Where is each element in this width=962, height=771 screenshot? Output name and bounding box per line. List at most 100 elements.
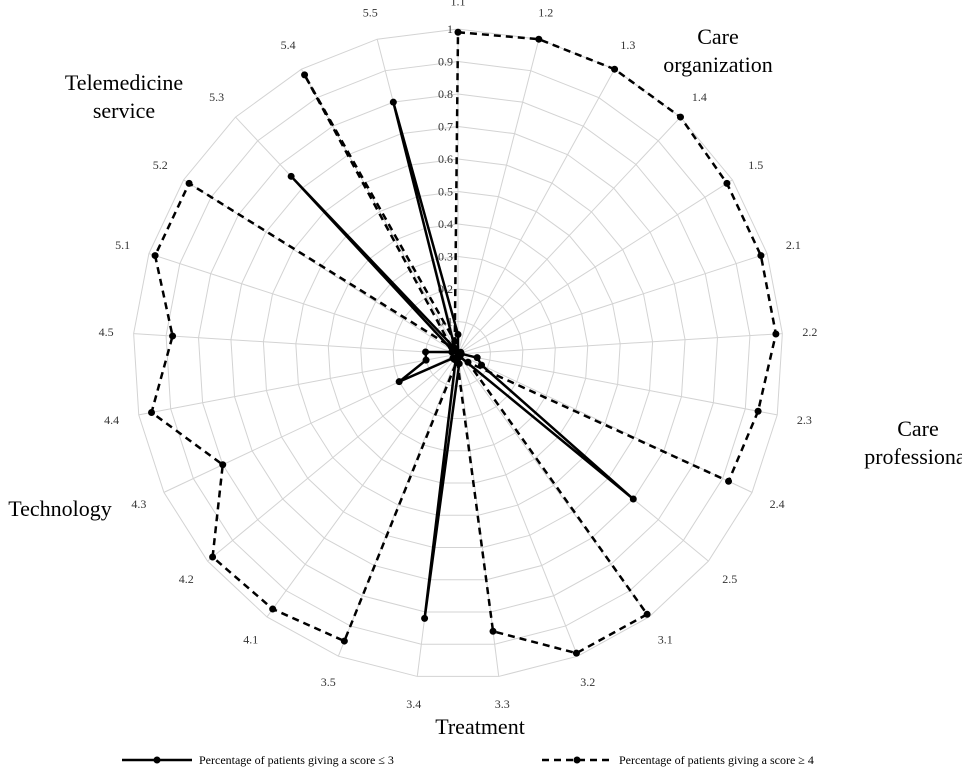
data-point-dashed xyxy=(151,252,159,260)
data-point-dashed xyxy=(489,627,497,635)
grid-spoke xyxy=(457,353,579,657)
legend: Percentage of patients giving a score ≤ … xyxy=(122,753,814,767)
grid-ring xyxy=(327,223,589,484)
item-label: 2.2 xyxy=(802,325,817,339)
data-point-solid xyxy=(395,378,403,386)
item-label: 4.2 xyxy=(179,572,194,586)
grid-spoke xyxy=(148,253,459,355)
data-point-solid xyxy=(473,354,481,362)
data-point-dashed xyxy=(757,252,765,260)
grid-spoke xyxy=(457,68,616,355)
radial-tick-label: 0.5 xyxy=(438,185,453,199)
data-point-solid xyxy=(421,614,429,622)
radial-tick-label: 0.3 xyxy=(438,250,453,264)
data-point-solid xyxy=(422,356,430,364)
legend-entry-dashed: Percentage of patients giving a score ≥ … xyxy=(542,753,814,767)
data-point-dashed xyxy=(219,461,227,469)
grid-spoke xyxy=(266,353,459,618)
data-point-dashed xyxy=(340,637,348,645)
grid-ring xyxy=(360,255,556,452)
data-point-dashed xyxy=(772,330,780,338)
item-label: 4.5 xyxy=(99,325,114,339)
data-point-dashed xyxy=(676,113,684,121)
item-label: 1.1 xyxy=(451,0,466,8)
data-point-dashed xyxy=(169,332,177,340)
category-label: service xyxy=(93,98,155,123)
legend-label-dashed: Percentage of patients giving a score ≥ … xyxy=(619,753,814,767)
item-label: 3.3 xyxy=(495,697,510,711)
grid-spoke xyxy=(138,353,459,416)
grid-spoke xyxy=(300,68,459,355)
data-point-dashed xyxy=(611,65,619,73)
grid-ring xyxy=(425,320,491,387)
data-point-dashed xyxy=(464,358,472,366)
item-label: 1.2 xyxy=(538,5,553,19)
grid-ring xyxy=(198,93,718,613)
data-point-dashed xyxy=(451,337,459,345)
grid-spoke xyxy=(207,353,459,562)
data-point-solid xyxy=(287,172,295,180)
item-label: 5.1 xyxy=(115,238,130,252)
item-label: 1.3 xyxy=(620,38,635,52)
category-labels: CareorganizationCareprofessionalTreatmen… xyxy=(8,24,962,739)
data-point-dashed xyxy=(454,28,462,36)
grid-spoke xyxy=(457,353,650,618)
grid-spoke xyxy=(457,353,500,677)
item-label: 5.3 xyxy=(209,90,224,104)
legend-entry-solid: Percentage of patients giving a score ≤ … xyxy=(122,753,394,767)
radial-tick-label: 0.1 xyxy=(438,315,453,329)
item-label: 4.3 xyxy=(131,497,146,511)
grid-spoke xyxy=(457,353,753,493)
item-label: 5.5 xyxy=(363,5,378,19)
item-label: 4.4 xyxy=(104,413,119,427)
grid-spoke xyxy=(457,253,768,355)
item-label: 3.5 xyxy=(321,675,336,689)
category-label: Care xyxy=(897,416,939,441)
data-point-dashed xyxy=(725,477,733,485)
item-label: 3.4 xyxy=(406,697,421,711)
grid-spoke xyxy=(337,353,459,657)
data-point-solid xyxy=(454,331,462,338)
data-point-dashed xyxy=(643,610,651,618)
data-point-dashed xyxy=(754,407,762,415)
radial-tick-label: 0.4 xyxy=(438,217,453,231)
item-label: 2.5 xyxy=(722,572,737,586)
radial-tick-label: 1 xyxy=(447,22,453,36)
series-line-dashed xyxy=(150,31,778,655)
data-point-dashed xyxy=(535,35,543,43)
item-label: 3.2 xyxy=(580,675,595,689)
grid-ring xyxy=(165,60,751,645)
legend-marker-solid xyxy=(153,756,161,764)
radial-tick-label: 0.8 xyxy=(438,87,453,101)
item-label: 2.3 xyxy=(797,413,812,427)
data-point-dashed xyxy=(572,649,580,657)
item-label: 2.4 xyxy=(770,497,785,511)
item-label: 1.4 xyxy=(692,90,707,104)
grid-spoke xyxy=(457,39,540,355)
data-point-solid xyxy=(629,495,637,503)
item-label: 1.5 xyxy=(748,158,763,172)
radial-tick-label: 0.6 xyxy=(438,152,453,166)
item-labels: 1.11.21.31.41.52.12.22.32.42.53.13.23.33… xyxy=(99,0,818,711)
item-label: 5.4 xyxy=(281,38,296,52)
data-point-solid xyxy=(422,348,430,356)
category-label: Care xyxy=(697,24,739,49)
radial-tick-label: 0.7 xyxy=(438,120,453,134)
item-label: 2.1 xyxy=(786,238,801,252)
data-point-dashed xyxy=(301,71,309,79)
grid-spoke xyxy=(457,353,778,416)
grid-ring xyxy=(295,190,621,516)
series-lines xyxy=(148,28,780,657)
item-label: 5.2 xyxy=(153,158,168,172)
grid-spoke xyxy=(133,333,459,355)
grid-spoke xyxy=(457,116,681,355)
radar-grid xyxy=(133,28,783,677)
data-point-dashed xyxy=(269,605,277,613)
radial-tick-label: 0.9 xyxy=(438,55,453,69)
grid-spoke xyxy=(457,179,733,355)
item-label: 4.1 xyxy=(243,632,258,646)
data-point-solid xyxy=(389,98,397,106)
category-label: professional xyxy=(864,444,962,469)
grid-ring xyxy=(230,125,686,581)
